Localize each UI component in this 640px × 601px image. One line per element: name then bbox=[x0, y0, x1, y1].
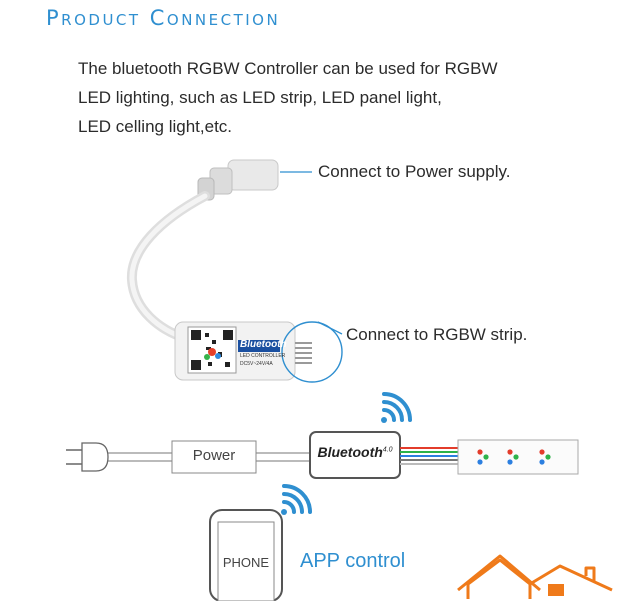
controller-version: 4.0 bbox=[382, 446, 393, 454]
plug-icon bbox=[66, 442, 109, 472]
page-title: Product Connection bbox=[46, 6, 281, 30]
phone-label: PHONE bbox=[222, 555, 270, 570]
controller-device bbox=[174, 321, 296, 381]
device-brand: Bluetooth bbox=[240, 339, 287, 350]
wifi-icon bbox=[281, 484, 312, 515]
device-subtitle: LED CONTROLLER bbox=[240, 353, 286, 359]
app-control-label: APP control bbox=[300, 550, 406, 572]
led-strip bbox=[457, 439, 579, 475]
power-callout: Connect to Power supply. bbox=[318, 162, 511, 181]
strip-callout-circle bbox=[281, 321, 343, 383]
strip-callout-line bbox=[317, 321, 343, 335]
wifi-icon bbox=[381, 392, 412, 423]
house-logo-icon bbox=[457, 554, 613, 599]
device-spec: DC5V~24V/4A bbox=[240, 361, 273, 367]
dc-jack bbox=[197, 159, 279, 201]
description: The bluetooth RGBW Controller can be use… bbox=[78, 54, 498, 141]
controller-brand: Bluetooth bbox=[317, 444, 383, 460]
power-box bbox=[171, 440, 257, 474]
description-line: LED lighting, such as LED strip, LED pan… bbox=[78, 88, 442, 107]
connector-pins bbox=[295, 342, 312, 364]
controller-label: Bluetooth4.0 bbox=[310, 444, 400, 460]
strip-callout: Connect to RGBW strip. bbox=[346, 325, 528, 344]
power-label: Power bbox=[192, 447, 236, 464]
description-line: LED celling light,etc. bbox=[78, 117, 233, 136]
description-line: The bluetooth RGBW Controller can be use… bbox=[78, 59, 498, 78]
